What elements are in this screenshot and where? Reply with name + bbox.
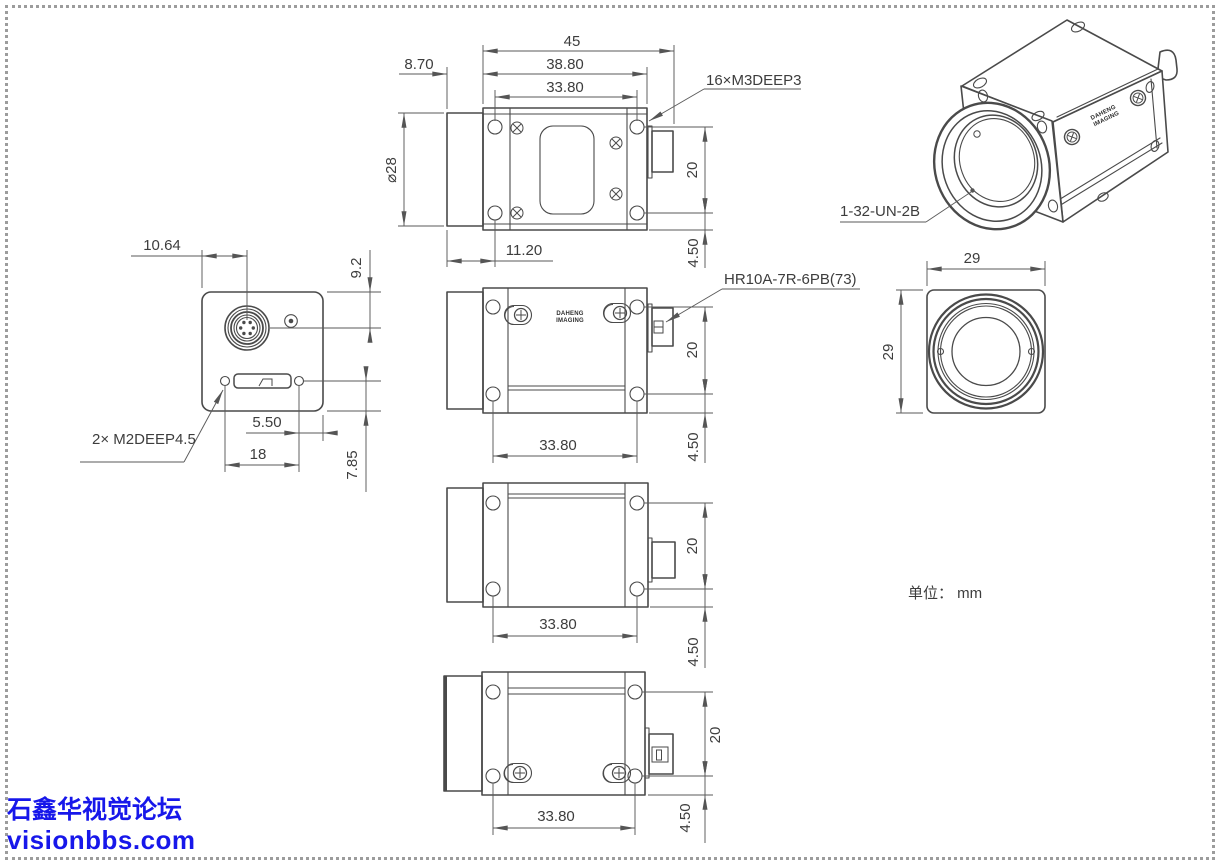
dim-span-s3: 20 <box>642 691 724 777</box>
svg-text:29: 29 <box>964 250 981 267</box>
svg-text:DAHENG: DAHENG <box>556 311 583 317</box>
svg-text:4.50: 4.50 <box>685 432 702 461</box>
mounting-holes <box>487 119 645 221</box>
connector-block-top <box>651 130 674 173</box>
label-m2deep4.5: 2× M2DEEP4.5 <box>92 431 196 448</box>
svg-text:29: 29 <box>880 344 897 361</box>
m2-hole-right <box>293 375 305 387</box>
dim-text-20: 20 <box>684 162 701 179</box>
dim-connector-x: 10.64 <box>131 237 248 320</box>
dim-text-33.80: 33.80 <box>546 79 584 96</box>
front-view: 29 29 <box>880 250 1046 414</box>
svg-text:4.50: 4.50 <box>685 637 702 666</box>
callout-m3-thread: 16×M3DEEP3 <box>648 72 801 122</box>
dim-text-9.2: 9.2 <box>348 258 365 279</box>
dim-text-4.50: 4.50 <box>685 238 702 267</box>
usb-port <box>233 373 292 389</box>
dim-body-width: 38.80 <box>483 56 648 104</box>
dim-hole-spacing: 33.80 <box>494 79 638 121</box>
lens-barrel-top <box>446 112 484 227</box>
capsule-screws <box>503 302 632 326</box>
svg-text:20: 20 <box>684 342 701 359</box>
hirose-receptacle-side <box>651 307 674 347</box>
dim-text-7.85: 7.85 <box>344 450 361 479</box>
svg-text:20: 20 <box>684 538 701 555</box>
side-view-plain: 33.80 20 4.50 <box>446 482 713 668</box>
brand-logo: DAHENG IMAGING <box>556 311 584 324</box>
dim-text-18: 18 <box>250 446 267 463</box>
dim-text-45: 45 <box>564 33 581 50</box>
label-m3deep3: 16×M3DEEP3 <box>706 72 801 89</box>
m2-hole-left <box>219 375 231 387</box>
dim-text-dia28: ⌀28 <box>383 157 400 183</box>
camera-body-side1 <box>482 287 648 414</box>
hirose-receptacle-side3 <box>648 733 674 775</box>
dim-edge-s2: 4.50 <box>650 574 713 668</box>
dim-front-width: 29 <box>926 250 1046 286</box>
svg-text:33.80: 33.80 <box>537 808 575 825</box>
callout-lens-thread: 1-32-UN-2B <box>840 188 975 223</box>
dim-edge-offset: 4.50 <box>649 198 713 268</box>
capsule-screws-bottom <box>503 762 632 784</box>
callout-m2-thread: 2× M2DEEP4.5 <box>80 389 224 463</box>
label-hr10a: HR10A-7R-6PB(73) <box>724 271 857 288</box>
dim-text-10.64: 10.64 <box>143 237 181 254</box>
dim-span-s2: 20 <box>644 502 713 590</box>
dim-bottom-offset: 7.85 <box>304 366 381 492</box>
dim-lens-diameter: ⌀28 <box>383 112 444 227</box>
lens-mount-rings <box>927 293 1045 410</box>
watermark-line1: 石鑫华视觉论坛 <box>7 796 183 824</box>
dim-hole-spacing-s3: 33.80 <box>492 783 636 835</box>
watermark: 石鑫华视觉论坛 visionbbs.com <box>7 796 196 855</box>
svg-text:33.80: 33.80 <box>539 616 577 633</box>
dim-text-8.70: 8.70 <box>404 56 433 73</box>
dim-front-offset: 11.20 <box>446 220 553 267</box>
dim-text-38.80: 38.80 <box>546 56 584 73</box>
dim-connector-y: 9.2 <box>270 250 381 343</box>
dim-hole-spacing-s2: 33.80 <box>492 596 638 643</box>
dim-hole-spacing-s1: 33.80 <box>492 401 638 463</box>
unit-note: 单位： mm <box>908 585 982 602</box>
cover-screws <box>510 121 623 220</box>
callout-hirose: HR10A-7R-6PB(73) <box>665 271 860 323</box>
dim-usb-edge: 5.50 <box>246 386 338 472</box>
side-view-logo: DAHENG IMAGING 33.80 20 4.50 HR10A-7R-6 <box>446 271 860 463</box>
dim-text-11.20: 11.20 <box>506 242 542 259</box>
side-view-bottom: 33.80 20 4.50 <box>443 671 724 843</box>
dim-lens-offset: 8.70 <box>399 56 448 109</box>
dim-span-s1: 20 <box>644 306 713 395</box>
status-led <box>284 314 298 328</box>
iso-screws <box>1063 89 1147 146</box>
back-view: 10.64 9.2 5.50 18 7.85 <box>80 237 381 492</box>
dim-screw-spacing: 18 <box>224 386 299 472</box>
camera-body-front <box>926 289 1046 414</box>
top-view: 45 38.80 8.70 33.80 ⌀28 11.20 <box>383 33 801 268</box>
dim-edge-s1: 4.50 <box>649 379 713 463</box>
dim-front-height: 29 <box>880 289 923 414</box>
dim-text-5.50: 5.50 <box>252 414 281 431</box>
watermark-line2: visionbbs.com <box>7 825 196 855</box>
label-1-32-un-2b: 1-32-UN-2B <box>840 203 920 220</box>
svg-text:20: 20 <box>707 727 724 744</box>
camera-body-side3 <box>481 671 646 796</box>
dim-vertical-span: 20 <box>644 126 713 214</box>
dim-edge-s3: 4.50 <box>648 761 713 843</box>
camera-body-back <box>201 291 324 412</box>
camera-body-top <box>482 107 648 231</box>
top-cover-plate <box>539 125 595 215</box>
svg-text:33.80: 33.80 <box>539 437 577 454</box>
iso-view: DAHENG IMAGING 1-32-UN-2B <box>840 19 1178 231</box>
svg-text:4.50: 4.50 <box>677 803 694 832</box>
svg-text:IMAGING: IMAGING <box>556 318 584 324</box>
